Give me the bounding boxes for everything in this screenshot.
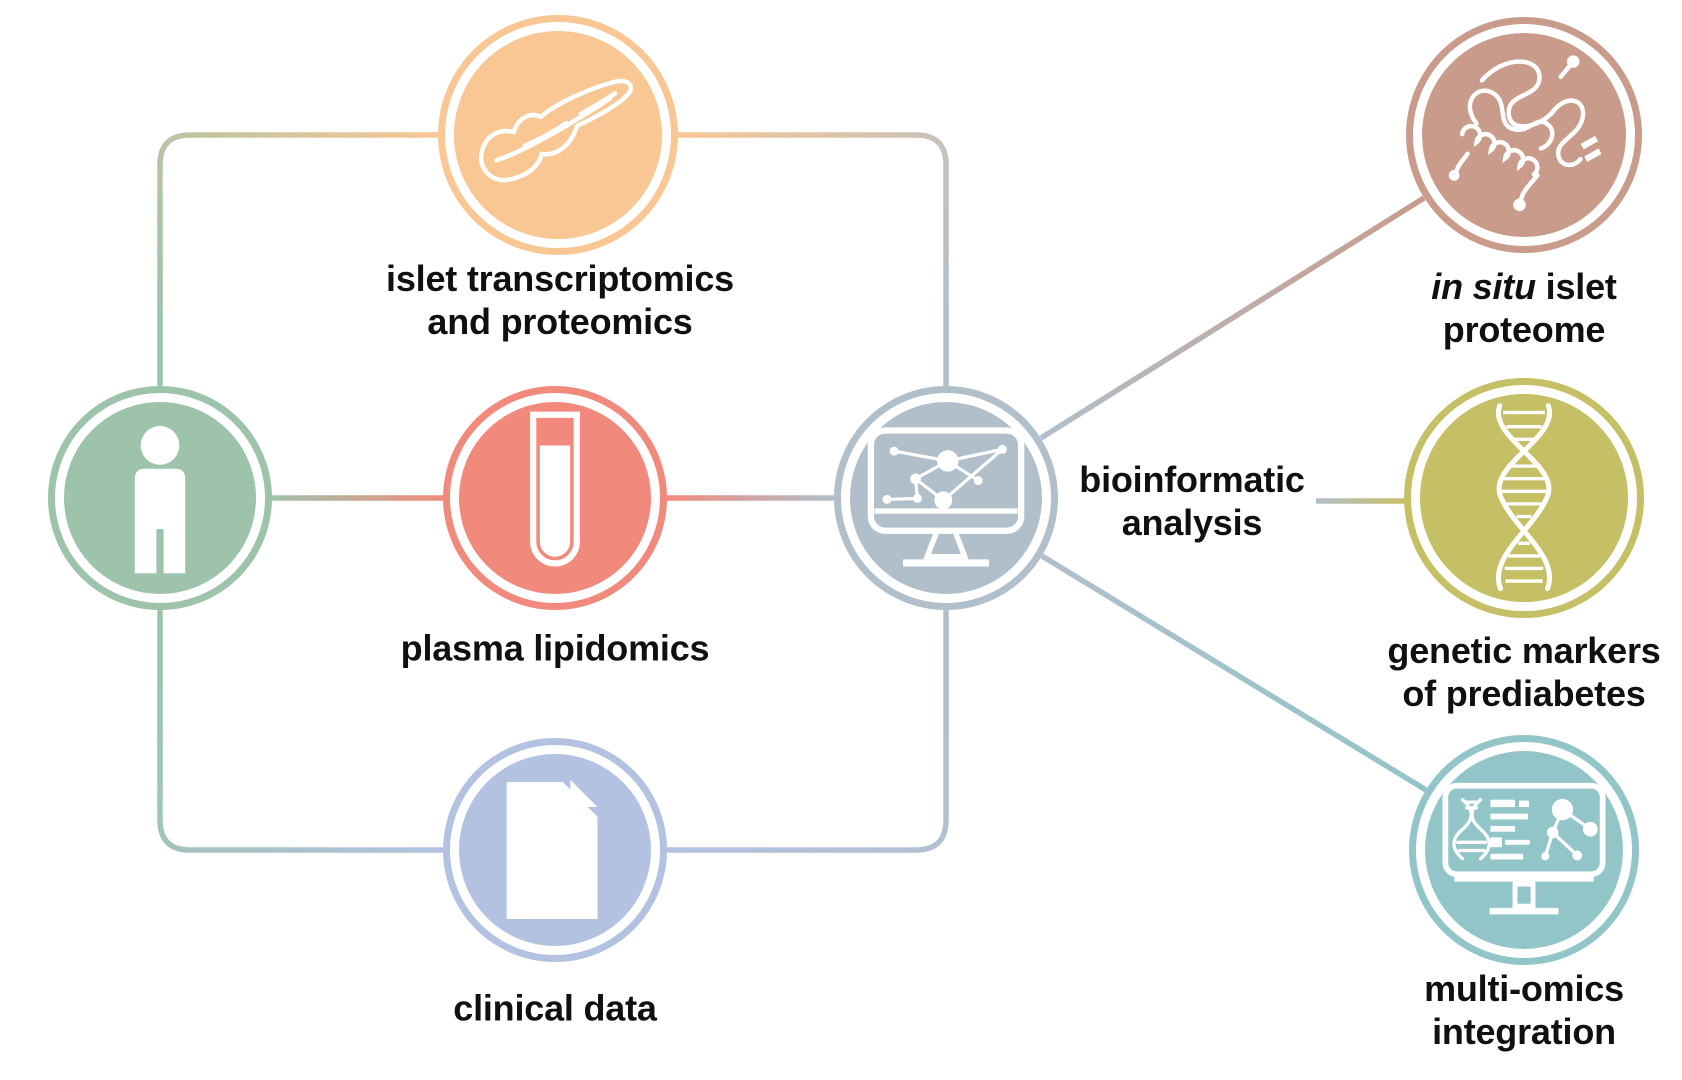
label-islet-transcriptomics: islet transcriptomics and proteomics bbox=[386, 257, 734, 343]
connector-bioinformatic-insitu bbox=[1039, 195, 1426, 441]
document-icon bbox=[506, 779, 598, 919]
monitor-frame bbox=[1442, 782, 1606, 914]
connector-participant-clinical bbox=[157, 610, 443, 853]
monitor-frame bbox=[867, 426, 1025, 566]
screen-data-bars bbox=[1490, 799, 1530, 860]
screen-dna-icon bbox=[1452, 797, 1491, 860]
label-line: plasma lipidomics bbox=[400, 627, 710, 669]
label-plain-part: islet bbox=[1535, 266, 1617, 307]
node-in-situ-islet-proteome bbox=[1413, 24, 1635, 246]
label-italic-part: in situ bbox=[1431, 266, 1536, 307]
label-line: islet transcriptomics bbox=[386, 258, 734, 299]
protein-chain bbox=[1454, 59, 1586, 201]
label-line: bioinformatic bbox=[1079, 459, 1305, 500]
monitor-multiomics-icon bbox=[1442, 782, 1606, 914]
label-line: analysis bbox=[1121, 502, 1263, 543]
label-line: clinical data bbox=[453, 987, 657, 1029]
label-line: genetic markers bbox=[1387, 630, 1661, 671]
monitor-network-icon bbox=[867, 426, 1025, 566]
node-study-participant bbox=[55, 393, 265, 603]
node-clinical-data bbox=[450, 745, 660, 955]
connector-participant-islet bbox=[157, 132, 438, 386]
protein-sheet bbox=[1580, 135, 1602, 162]
node-plasma-lipidomics bbox=[450, 393, 660, 603]
node-islet-transcriptomics-proteomics bbox=[445, 22, 671, 248]
label-plasma-lipidomics: plasma lipidomics bbox=[401, 627, 710, 670]
dna-rungs bbox=[1502, 410, 1546, 583]
node-bioinformatic-analysis bbox=[841, 393, 1051, 603]
pancreas-icon bbox=[478, 78, 634, 183]
label-line: proteome bbox=[1442, 309, 1606, 350]
label-line: multi-omics bbox=[1424, 968, 1624, 1009]
node-genetic-markers bbox=[1411, 385, 1637, 611]
label-bioinformatic-analysis: bioinformatic analysis bbox=[1079, 458, 1305, 544]
label-line: and proteomics bbox=[427, 301, 693, 342]
dna-strands bbox=[1495, 403, 1553, 592]
label-in-situ-islet-proteome: in situ islet proteome bbox=[1431, 265, 1617, 351]
screen-network-nodes bbox=[1541, 798, 1598, 860]
node-multi-omics-integration bbox=[1416, 742, 1632, 958]
connector-clinical-bioinformatic bbox=[667, 610, 949, 853]
label-line: of prediabetes bbox=[1402, 673, 1646, 714]
label-line: integration bbox=[1432, 1011, 1616, 1052]
network-nodes bbox=[882, 444, 1007, 509]
label-multi-omics-integration: multi-omics integration bbox=[1424, 967, 1624, 1053]
label-clinical-data: clinical data bbox=[453, 987, 657, 1030]
connector-bioinformatic-multiomics bbox=[1040, 553, 1428, 793]
dna-helix-icon bbox=[1495, 403, 1553, 592]
protein-termini bbox=[1448, 55, 1580, 212]
protein-structure-icon bbox=[1448, 55, 1602, 212]
connector-islet-bioinformatic bbox=[678, 132, 949, 386]
label-genetic-markers: genetic markers of prediabetes bbox=[1387, 629, 1660, 715]
person-icon bbox=[134, 425, 186, 573]
label-line: in situ islet bbox=[1431, 265, 1617, 308]
test-tube-icon bbox=[530, 411, 580, 567]
